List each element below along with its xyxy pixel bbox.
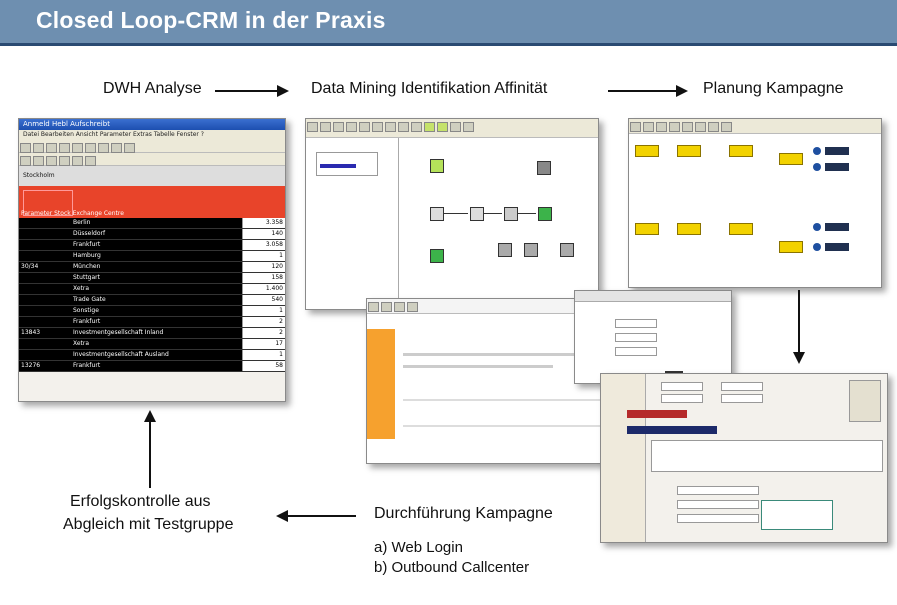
dwh-toolbar-2 [19,153,285,166]
dwh-screenshot: Anmeld Hebl Aufschreibt Datei Bearbeiten… [18,118,286,402]
mining-node [524,243,538,257]
step-planning-label: Planung Kampagne [703,80,844,97]
dwh-column-header: Parameter Stock Exchange Centre [21,210,124,217]
dwh-toolbar [19,140,285,153]
campaign-node [677,223,701,235]
step-control-line1: Erfolgskontrolle aus [70,493,211,510]
arrow-execution-to-control [144,410,156,488]
campaign-end [825,147,849,155]
step-mining-label: Data Mining Identifikation Affinität [311,80,548,97]
campaign-node [677,145,701,157]
mining-edge [484,213,502,214]
step-control-line2: Abgleich mit Testgruppe [63,516,234,533]
campaign-node [779,241,803,253]
arrow-mining-to-planning [608,85,688,97]
campaign-step-icon [813,147,821,155]
web-sidebar [367,329,395,439]
mining-node [430,159,444,173]
arrow-planning-to-execution [793,290,805,364]
campaign-node [729,145,753,157]
mining-node [498,243,512,257]
arrow-dwh-to-mining [215,85,289,97]
dwh-red-header: Parameter Stock Exchange Centre [19,186,285,218]
mining-node [537,161,551,175]
campaign-step-icon [813,223,821,231]
campaign-node [635,223,659,235]
mining-edge [444,213,468,214]
mining-node [430,207,444,221]
step-execution-label: Durchführung Kampagne [374,505,553,522]
mining-tree-panel [306,138,399,309]
mining-node [470,207,484,221]
campaign-node [779,153,803,165]
mining-node [430,249,444,263]
title-bar: Closed Loop-CRM in der Praxis [0,0,897,46]
step-dwh-label: DWH Analyse [103,80,202,97]
mining-edge [518,213,536,214]
planning-screenshot [628,118,882,288]
data-mining-screenshot [305,118,599,310]
campaign-end [825,163,849,171]
callcenter-screenshot [600,373,888,543]
campaign-node [729,223,753,235]
mining-node [504,207,518,221]
campaign-end [825,223,849,231]
mining-toolbar [306,119,598,138]
campaign-end [825,243,849,251]
dwh-tab: Stockholm [19,166,285,186]
campaign-node [635,145,659,157]
step-execution-callcenter: b) Outbound Callcenter [374,559,530,576]
login-dialog [574,290,732,384]
browser-toolbar [367,299,615,314]
planning-toolbar [629,119,881,134]
arrow-execution-back [276,510,356,522]
campaign-step-icon [813,163,821,171]
step-execution-web: a) Web Login [374,539,463,556]
mining-node [538,207,552,221]
mining-node [560,243,574,257]
dwh-window-title: Anmeld Hebl Aufschreibt [19,119,285,130]
page-title: Closed Loop-CRM in der Praxis [36,7,386,33]
campaign-step-icon [813,243,821,251]
dwh-menu-bar: Datei Bearbeiten Ansicht Parameter Extra… [19,130,285,140]
